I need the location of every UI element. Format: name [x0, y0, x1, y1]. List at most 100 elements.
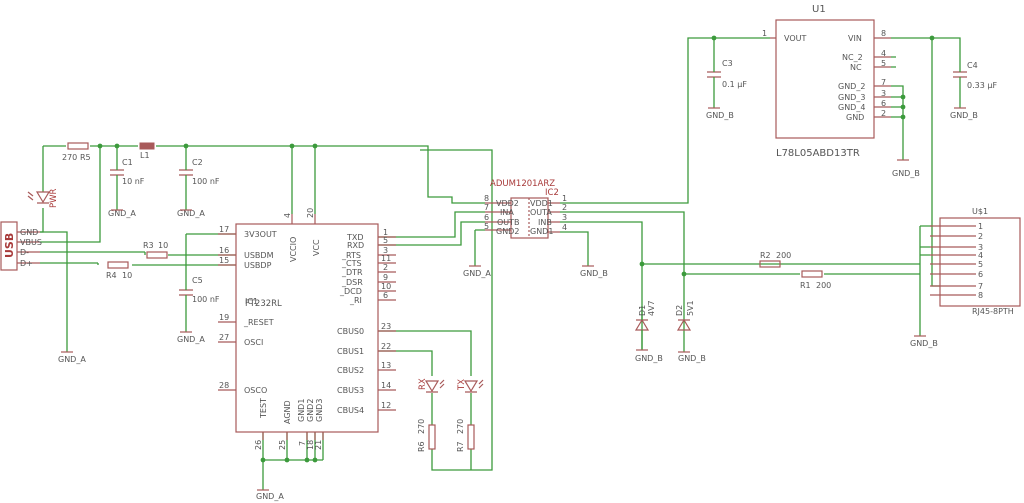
svg-text:16: 16	[219, 246, 229, 255]
svg-text:CBUS2: CBUS2	[337, 366, 364, 375]
svg-text:VDD2: VDD2	[496, 199, 519, 208]
rx-led-ref: RX	[418, 378, 428, 390]
svg-text:OSCI: OSCI	[244, 338, 263, 347]
reg-name: L78L05ABD13TR	[776, 148, 860, 159]
zener-d1: D1 4V7 GND_B	[634, 300, 663, 363]
c5-ref: C5	[192, 276, 203, 285]
svg-text:12: 12	[381, 401, 391, 410]
svg-text:2: 2	[978, 232, 983, 241]
c1-value: 10 nF	[122, 177, 145, 186]
ft-left-pins: 3V3OUT USBDM USBDP _RESET OSCI OSCO 17 1…	[218, 225, 277, 395]
svg-text:VIN: VIN	[848, 34, 862, 43]
r6-value: 270	[417, 419, 426, 434]
svg-text:_RESET: _RESET	[243, 318, 274, 327]
svg-text:VCCIO: VCCIO	[289, 237, 298, 262]
svg-text:GND: GND	[846, 113, 864, 122]
r2-ref: R2	[760, 251, 771, 260]
svg-text:8: 8	[881, 29, 886, 38]
svg-text:GND_4: GND_4	[838, 103, 865, 112]
svg-text:7: 7	[978, 282, 983, 291]
svg-text:21: 21	[314, 440, 323, 450]
svg-text:RXD: RXD	[347, 241, 364, 250]
gnd-a-iso: GND_A	[463, 269, 491, 278]
c4-value: 0.33 µF	[967, 81, 997, 90]
c3-value: 0.1 µF	[722, 80, 747, 89]
svg-text:VDD1: VDD1	[530, 199, 553, 208]
ft-name: FT232RL	[245, 299, 282, 309]
ft-bottom-pins: TEST AGND GND1 GND2 GND3 26 25 7 18 21	[254, 398, 324, 450]
svg-text:2: 2	[383, 263, 388, 272]
capacitor-c5: C5 100 nF GND_A	[177, 276, 220, 344]
svg-text:GND_2: GND_2	[838, 82, 865, 91]
gnd-a-c5: GND_A	[177, 335, 205, 344]
svg-text:3: 3	[562, 213, 567, 222]
resistor-r3: R3 10	[143, 241, 168, 259]
svg-text:13: 13	[381, 361, 391, 370]
svg-text:2: 2	[562, 203, 567, 212]
chip-adum1201: ADUM1201ARZ IC2 VDD2 INA OUTB GND2 VDD1 …	[463, 179, 608, 278]
ft-right-pins: TXD RXD _RTS _CTS _DTR _DSR _DCD _RI CBU…	[337, 228, 396, 415]
junctions	[97, 35, 935, 463]
r5-ref: R5	[80, 153, 91, 162]
svg-text:5: 5	[484, 222, 489, 231]
gnd-a-ft: GND_A	[256, 492, 284, 501]
r5-value: 270	[62, 153, 77, 162]
svg-text:CBUS0: CBUS0	[337, 327, 364, 336]
inductor-l1: L1	[139, 142, 155, 160]
svg-text:20: 20	[306, 208, 315, 218]
svg-text:15: 15	[219, 256, 229, 265]
svg-text:VCC: VCC	[312, 239, 321, 256]
svg-text:9: 9	[383, 273, 388, 282]
gnd-a-c2: GND_A	[177, 209, 205, 218]
d1-ref: D1	[638, 305, 647, 316]
svg-text:INA: INA	[500, 208, 514, 217]
chip-regulator: U1 L78L05ABD13TR VOUT 1 VIN NC_2 NC GND_…	[762, 4, 920, 178]
capacitor-c1: C1 10 nF GND_A	[108, 158, 145, 218]
c1-ref: C1	[122, 158, 133, 167]
svg-text:17: 17	[219, 225, 229, 234]
svg-text:8: 8	[484, 194, 489, 203]
svg-text:7: 7	[881, 78, 886, 87]
rj45-connector: U$1 RJ45-8PTH 1 2 3 4 5 6 7 8 GND_B	[910, 207, 1021, 348]
svg-text:GND3: GND3	[315, 399, 324, 422]
svg-text:23: 23	[381, 322, 391, 331]
svg-text:TXD: TXD	[346, 233, 364, 242]
c5-value: 100 nF	[192, 295, 220, 304]
resistor-r2: R2 200	[759, 251, 791, 268]
resistor-r5: 270 R5	[62, 142, 91, 162]
svg-text:4: 4	[978, 251, 983, 260]
svg-text:18: 18	[306, 440, 315, 450]
svg-text:GND2: GND2	[306, 399, 315, 422]
svg-text:USBDP: USBDP	[244, 261, 272, 270]
r4-value: 10	[122, 271, 132, 280]
svg-text:GND_3: GND_3	[838, 93, 865, 102]
svg-text:27: 27	[219, 333, 229, 342]
gnd-b-d1: GND_B	[635, 354, 663, 363]
svg-text:11: 11	[381, 254, 391, 263]
d1-value: 4V7	[647, 300, 656, 316]
d2-ref: D2	[675, 305, 684, 316]
usb-connector: USB GND VBUS D- D+	[0, 221, 42, 271]
led-pwr: PWR	[27, 188, 59, 208]
c4-ref: C4	[967, 61, 978, 70]
resistor-r1: R1 200	[800, 270, 831, 290]
svg-text:VOUT: VOUT	[784, 34, 806, 43]
svg-text:3: 3	[978, 243, 983, 252]
gnd-b-c3: GND_B	[706, 111, 734, 120]
gnd-b-reg: GND_B	[892, 169, 920, 178]
svg-text:USBDM: USBDM	[244, 251, 274, 260]
svg-text:GND1: GND1	[297, 399, 306, 422]
svg-text:3: 3	[881, 89, 886, 98]
r6-ref: R6	[417, 441, 426, 452]
usb-pin-dm: D-	[20, 248, 29, 257]
svg-text:1: 1	[383, 228, 388, 237]
resistor-r6: R6 270	[417, 419, 436, 452]
svg-text:_RTS: _RTS	[341, 251, 361, 260]
gnd-b-d2: GND_B	[678, 354, 706, 363]
svg-text:NC_2: NC_2	[842, 53, 863, 62]
svg-text:14: 14	[381, 381, 391, 390]
svg-text:1: 1	[562, 194, 567, 203]
svg-text:19: 19	[219, 313, 229, 322]
svg-text:GND1: GND1	[530, 227, 553, 236]
rj45-name: RJ45-8PTH	[972, 307, 1014, 316]
